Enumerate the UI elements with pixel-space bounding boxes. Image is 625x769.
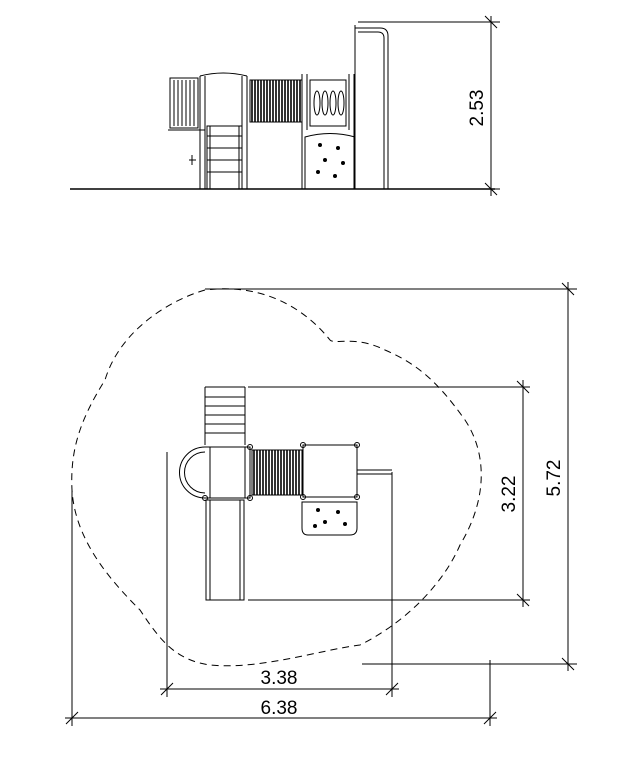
plan-view: [65, 282, 577, 726]
height-label: 2.53: [467, 90, 488, 127]
width-dimension-inner: [160, 452, 399, 697]
footprint-depth-label: 3.22: [499, 476, 520, 513]
elevation-view: [70, 15, 500, 196]
safety-zone-outline: [71, 288, 482, 667]
elevation-tower-right: [301, 74, 356, 190]
elevation-tower-left: [189, 72, 248, 190]
overall-width-label: 6.38: [261, 698, 298, 719]
elevation-tunnel: [249, 79, 303, 123]
footprint-width-label: 3.38: [261, 668, 298, 689]
depth-dimension-inner: [248, 380, 530, 607]
elevation-railing-left: [168, 77, 205, 131]
plan-deck-left: [179, 444, 253, 501]
height-dimension: [358, 15, 500, 196]
plan-tunnel: [251, 449, 303, 496]
plan-deck-right: [300, 442, 392, 500]
width-dimension-outer: [65, 490, 497, 726]
plan-climbing-panel: [301, 501, 358, 536]
overall-depth-label: 5.72: [544, 460, 565, 497]
elevation-pole: [354, 25, 389, 189]
plan-ladder: [204, 386, 246, 445]
plan-slide: [205, 499, 245, 601]
climbing-holds: [316, 143, 345, 178]
depth-dimension-outer: [205, 282, 577, 671]
